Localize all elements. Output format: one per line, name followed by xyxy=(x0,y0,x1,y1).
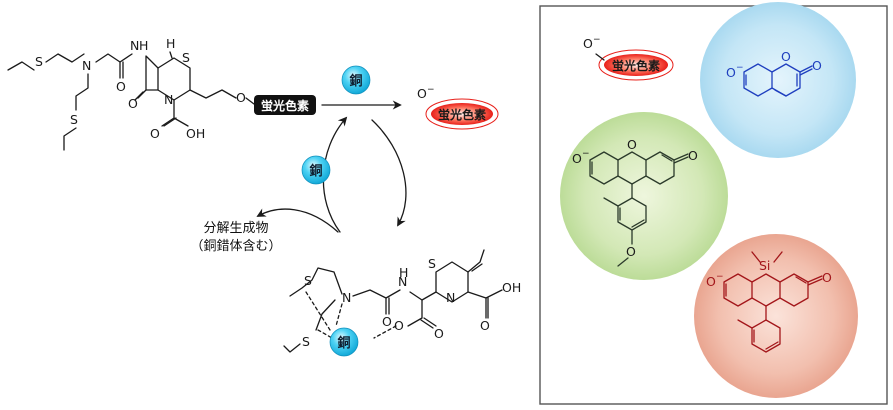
atom-nitrogen-amine: N xyxy=(82,58,91,73)
probe-molecule: S N O N H S H S O N O OH O xyxy=(7,36,255,151)
copper-ball-complex xyxy=(329,327,359,357)
atom-oxygen-linker: O xyxy=(236,90,246,105)
coumarin-ring-oxygen: O xyxy=(781,49,791,64)
complex-oh-acid: OH xyxy=(502,280,521,295)
released-fluorophore: 蛍光色素 O − xyxy=(417,85,499,130)
sirhodol-dye: Si O − O xyxy=(694,234,858,398)
fluorescein-phenolate-o: O xyxy=(572,151,582,166)
sirhodol-phenolate-minus: − xyxy=(716,272,724,282)
copper-ion-middle: 銅 xyxy=(301,155,331,185)
sirhodol-carbonyl-o: O xyxy=(822,270,832,285)
copper-ion-top: 銅 xyxy=(341,65,371,95)
fluorescein-carbonyl-o: O xyxy=(688,148,698,163)
coumarin-dye: O O O − xyxy=(700,2,856,158)
copper-label-complex: 銅 xyxy=(337,335,350,351)
released-phenolate-o: O xyxy=(417,86,427,101)
complex-nh: N xyxy=(398,274,407,289)
atom-oh-acid: OH xyxy=(186,126,205,141)
atom-h-amide: H xyxy=(139,38,148,53)
complex-nitrogen-ring: N xyxy=(446,290,455,305)
products-note: （銅錯体含む） xyxy=(190,238,281,254)
complex-oxygen-bridge: O xyxy=(394,318,404,333)
panel-fluorophore-badge: 蛍光色素 O − xyxy=(583,35,674,81)
atom-nh-amide: N xyxy=(130,38,139,53)
copper-complex: S N S O N H O O S N O OH 銅 xyxy=(283,249,521,357)
coumarin-phenolate-o: O xyxy=(726,65,736,80)
fluorescein-dye: O O − O O xyxy=(560,112,728,280)
atom-nitrogen-ring: N xyxy=(164,92,173,107)
coumarin-phenolate-minus: − xyxy=(736,63,744,73)
complex-sulfur-ring: S xyxy=(428,256,436,271)
products-label: 分解生成物 xyxy=(203,221,268,236)
atom-oxygen-amide: O xyxy=(116,79,126,94)
copper-label-top: 銅 xyxy=(349,73,362,89)
fluorescein-ring-oxygen: O xyxy=(627,137,637,152)
complex-oxygen-amide: O xyxy=(382,314,392,329)
complex-sulfur-lower: S xyxy=(302,334,310,349)
atom-sulfur-upper: S xyxy=(35,54,43,69)
cycle-arrow-down xyxy=(371,119,407,227)
copper-label-middle: 銅 xyxy=(309,163,322,179)
sirhodol-phenolate-o: O xyxy=(706,274,716,289)
atom-oxygen-lactam: O xyxy=(128,96,138,111)
panel-phenolate-o: O xyxy=(583,36,593,51)
complex-nitrogen: N xyxy=(342,290,351,305)
released-fluorophore-label: 蛍光色素 xyxy=(438,107,486,122)
complex-oxygen-acid: O xyxy=(480,318,490,333)
complex-oxygen-ester: O xyxy=(434,326,444,341)
panel-phenolate-minus: − xyxy=(593,35,601,45)
fluorescein-glow xyxy=(560,112,728,280)
atom-h-ring: H xyxy=(166,36,175,51)
atom-sulfur-ring: S xyxy=(182,50,190,65)
complex-sulfur-upper: S xyxy=(304,273,312,288)
atom-oxygen-acid: O xyxy=(150,126,160,141)
fluorescein-phenolate-minus: − xyxy=(582,149,590,159)
decomposition-arrow xyxy=(256,208,339,233)
fluorophore-tag-label: 蛍光色素 xyxy=(261,98,309,113)
coumarin-glow xyxy=(700,2,856,158)
panel-fluorophore-label: 蛍光色素 xyxy=(612,58,660,73)
complex-h: H xyxy=(399,265,408,280)
atom-sulfur-lower: S xyxy=(70,112,78,127)
released-phenolate-minus: − xyxy=(427,85,435,95)
sirhodol-silicon: Si xyxy=(759,258,770,273)
fluorophore-tag: 蛍光色素 xyxy=(254,95,316,115)
coumarin-carbonyl-o: O xyxy=(812,58,822,73)
fluorescein-methoxy-o: O xyxy=(626,244,636,259)
